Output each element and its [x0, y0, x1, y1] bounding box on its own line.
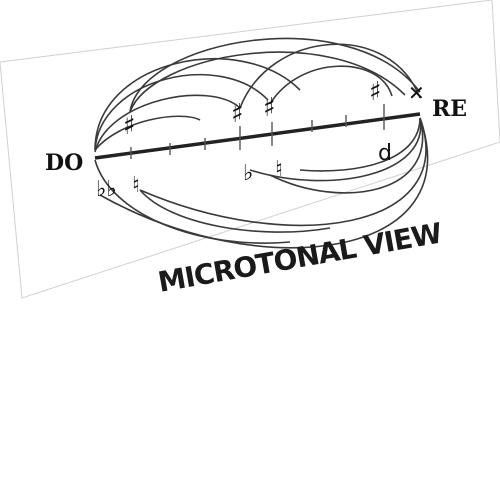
half-sharp-sign: ♯	[123, 111, 136, 141]
natural-sign: ♮	[132, 173, 140, 198]
double-sharp-sign: ✕	[408, 81, 425, 105]
sharp-and-half-sign: ♯	[263, 93, 276, 123]
lower-arcs	[94, 117, 429, 249]
sharp-sign: ♯	[231, 99, 244, 129]
flat-sign: ♭	[243, 161, 253, 186]
do-label: DO	[45, 150, 83, 176]
upper-arcs	[94, 37, 421, 153]
reversed-flat-sign: d	[378, 141, 392, 166]
double-flat-sign: ♭♭	[96, 177, 117, 202]
half-flat-sign: ♮	[275, 157, 283, 182]
re-label: RE	[432, 96, 467, 122]
axis-ticks	[130, 104, 385, 159]
pitch-axis-line	[94, 112, 421, 160]
three-quarter-sharp-sign: ♯	[369, 77, 382, 107]
